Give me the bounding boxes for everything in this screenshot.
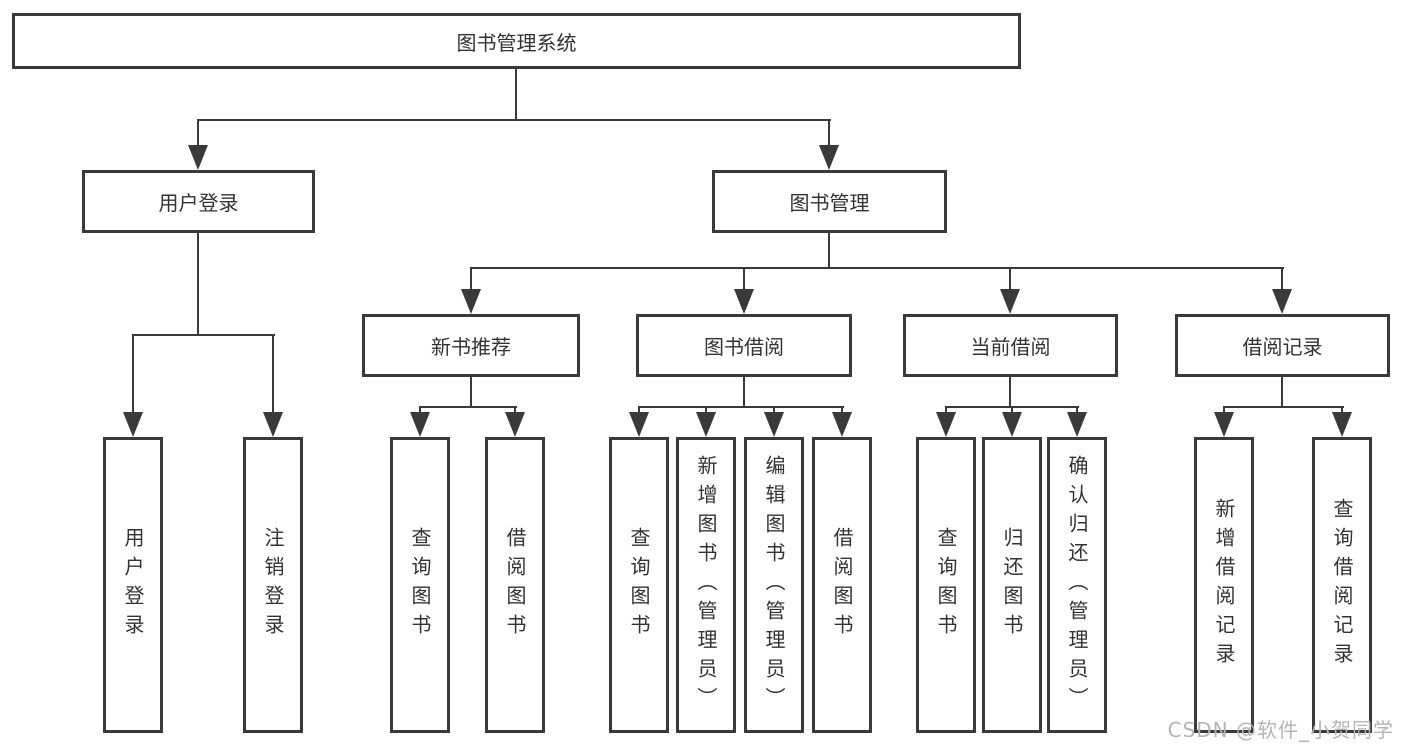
connector-line [1281,377,1283,408]
node-borrowing-records: 借阅记录 [1175,314,1390,377]
connector-line [470,267,1284,269]
connector-line [841,406,843,415]
node-add-borrow-record: 新增借阅记录 [1194,437,1254,733]
node-new-book-recommendation: 新书推荐 [362,314,580,377]
connector-line [514,406,516,415]
connector-line [638,406,640,415]
arrow-down-icon [734,289,754,314]
connector-line [470,377,472,408]
connector-line [1009,267,1011,291]
arrow-down-icon [1067,412,1087,437]
connector-line [1076,406,1078,415]
node-current-borrowing: 当前借阅 [903,314,1118,377]
arrow-down-icon [505,412,525,437]
arrow-down-icon [410,412,430,437]
node-book-borrowing: 图书借阅 [636,314,852,377]
arrow-down-icon [819,145,839,170]
connector-line [638,406,844,408]
arrow-down-icon [629,412,649,437]
connector-line [197,119,831,121]
node-query-books-current: 查询图书 [916,437,976,733]
connector-line [945,406,947,415]
node-book-management: 图书管理 [712,170,947,233]
node-library-system: 图书管理系统 [12,13,1021,69]
connector-line [705,406,707,415]
connector-line [1341,406,1343,415]
arrow-down-icon [936,412,956,437]
node-edit-book-admin: 编辑图书（管理员） [744,437,804,733]
arrow-down-icon [1332,412,1352,437]
connector-line [272,334,274,414]
connector-line [743,377,745,408]
connector-line [743,267,745,291]
node-query-books-borrow: 查询图书 [609,437,669,733]
node-user-login-action: 用户登录 [103,437,163,733]
connector-line [132,334,134,414]
connector-line [1011,406,1013,415]
node-user-login: 用户登录 [82,170,315,233]
arrow-down-icon [188,145,208,170]
connector-line [1223,406,1225,415]
connector-line [828,233,830,269]
arrow-down-icon [1214,412,1234,437]
arrow-down-icon [1002,412,1022,437]
connector-line [197,119,199,147]
arrow-down-icon [1272,289,1292,314]
connector-line [773,406,775,415]
node-add-book-admin: 新增图书（管理员） [676,437,736,733]
node-query-books-recommend: 查询图书 [390,437,450,733]
connector-line [419,406,517,408]
arrow-down-icon [832,412,852,437]
node-borrow-book: 借阅图书 [812,437,872,733]
node-borrow-book-recommend: 借阅图书 [485,437,545,733]
node-return-book: 归还图书 [982,437,1042,733]
connector-line [419,406,421,415]
watermark-text: CSDN @软件_小贺同学 [1167,718,1394,742]
node-confirm-return-admin: 确认归还（管理员） [1047,437,1107,733]
arrow-down-icon [764,412,784,437]
arrow-down-icon [263,412,283,437]
arrow-down-icon [123,412,143,437]
arrow-down-icon [696,412,716,437]
arrow-down-icon [461,289,481,314]
connector-line [197,233,199,335]
connector-line [1223,406,1344,408]
node-query-borrow-record: 查询借阅记录 [1312,437,1372,733]
connector-line [132,334,275,336]
connector-line [1009,377,1011,408]
connector-line [828,119,830,147]
connector-line [515,68,517,121]
connector-line [1281,267,1283,291]
arrow-down-icon [1000,289,1020,314]
node-logout-action: 注销登录 [243,437,303,733]
connector-line [470,267,472,291]
